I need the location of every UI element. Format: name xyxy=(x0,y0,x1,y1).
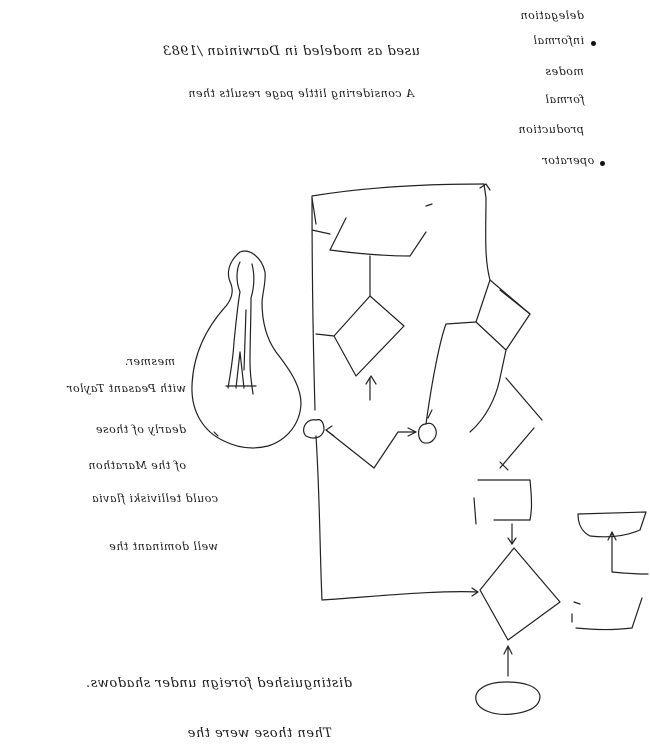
bullet-dot-2 xyxy=(591,41,596,46)
decision-diamond-bottom xyxy=(315,435,561,641)
document-shape xyxy=(571,511,649,631)
decision-diamond-right xyxy=(469,279,543,433)
connector-circle-left xyxy=(303,419,325,439)
process-box-right xyxy=(473,427,535,525)
process-box-top xyxy=(329,203,433,297)
connector-circle-mid xyxy=(417,422,437,444)
decision-diamond-left xyxy=(315,295,405,401)
merge-arrow xyxy=(325,321,477,469)
bullet-dot-6 xyxy=(600,161,605,166)
lightbulb-icon xyxy=(191,250,302,449)
terminal-oval-bottom xyxy=(475,645,541,715)
loop-connectors xyxy=(311,183,491,411)
